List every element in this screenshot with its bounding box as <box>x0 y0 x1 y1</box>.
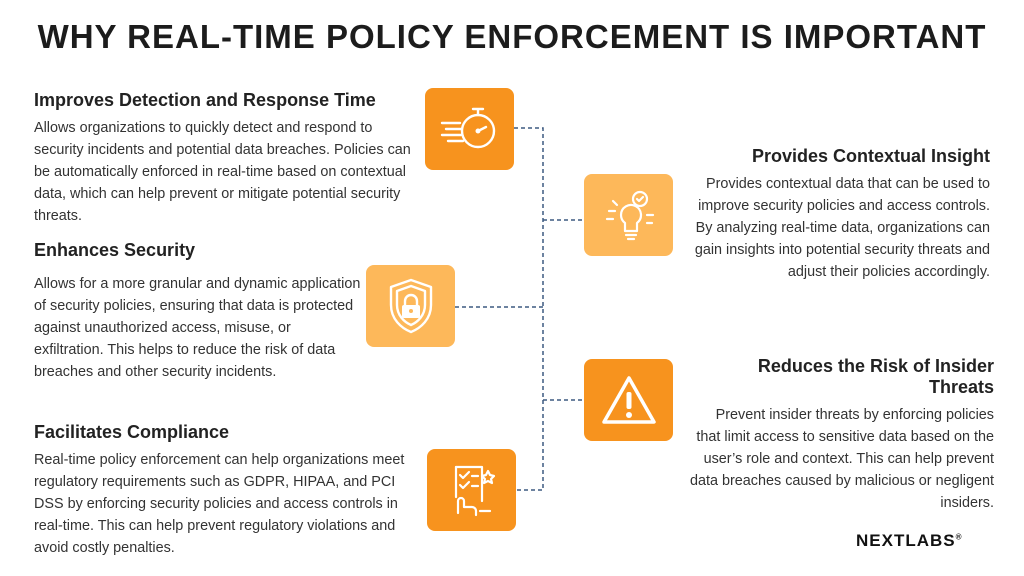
section-insider: Reduces the Risk of Insider Threats Prev… <box>690 356 994 514</box>
section-body: Prevent insider threats by enforcing pol… <box>690 407 994 511</box>
section-heading: Enhances Security <box>34 240 196 260</box>
nextlabs-logo: NEXTLABS® <box>856 531 963 550</box>
section-security: Enhances Security Allows for a more gran… <box>34 240 364 383</box>
warning-icon-box <box>584 359 673 441</box>
section-body: Real-time policy enforcement can help or… <box>34 452 405 556</box>
stopwatch-icon <box>440 107 495 149</box>
section-heading: Improves Detection and Response Time <box>34 90 376 110</box>
shield-icon-box <box>366 265 455 347</box>
stopwatch-icon-box <box>425 88 514 170</box>
section-body: Provides contextual data that can be use… <box>694 176 990 280</box>
section-body: Allows for a more granular and dynamic a… <box>34 276 361 380</box>
section-body: Allows organizations to quickly detect a… <box>34 120 411 224</box>
section-heading: Facilitates Compliance <box>34 422 230 442</box>
section-detection: Improves Detection and Response Time All… <box>34 90 414 227</box>
checklist-icon-box <box>427 449 516 531</box>
page-title: WHY REAL-TIME POLICY ENFORCEMENT IS IMPO… <box>37 18 987 55</box>
shield-lock-icon <box>389 278 432 334</box>
lightbulb-check-icon <box>605 190 654 241</box>
lightbulb-icon-box <box>584 174 673 256</box>
checklist-hand-icon <box>454 465 495 517</box>
warning-icon <box>601 376 656 424</box>
section-heading: Provides Contextual Insight <box>751 146 990 166</box>
section-insight: Provides Contextual Insight Provides con… <box>684 146 990 283</box>
section-compliance: Facilitates Compliance Real-time policy … <box>34 422 419 559</box>
section-heading: Reduces the Risk of Insider Threats <box>757 356 994 397</box>
